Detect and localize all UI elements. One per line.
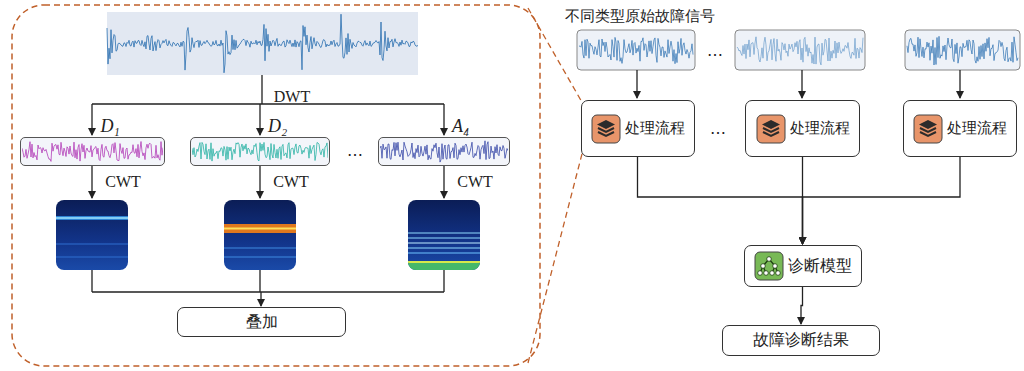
process-icon (756, 114, 786, 144)
signal-panel (905, 30, 1020, 70)
arrow (91, 166, 92, 198)
transform-label: CWT (457, 173, 493, 191)
ellipsis: … (707, 41, 723, 60)
group-heading: 不同类型原始故障信号 (565, 7, 715, 26)
arrow (443, 104, 444, 135)
component-label: D₂ (268, 116, 287, 137)
transform-label: CWT (105, 173, 141, 191)
signal-wave (579, 37, 693, 63)
box-label: 叠加 (246, 312, 278, 333)
split-line (92, 75, 444, 104)
box-label: 故障诊断结果 (753, 330, 849, 351)
arrow (260, 292, 261, 306)
transform-label: DWT (274, 88, 310, 106)
signal-panel (735, 30, 865, 70)
arrow (259, 104, 260, 135)
zoom-line (528, 8, 583, 363)
waveform-view (192, 139, 328, 164)
connector (803, 157, 961, 244)
wavelet-component: A₄ (378, 137, 510, 166)
waveform (22, 142, 163, 162)
waveform (737, 37, 863, 65)
arrow (959, 70, 960, 98)
waveform (907, 36, 1018, 65)
box-label: 诊断模型 (788, 256, 852, 277)
waveform (192, 142, 328, 161)
scalogram (408, 200, 480, 270)
waveform (107, 14, 418, 73)
arrow (259, 166, 260, 198)
arrow (801, 70, 802, 98)
process-box: 故障诊断结果 (722, 325, 880, 356)
process-icon (591, 114, 621, 144)
process-icon (913, 114, 943, 144)
signal-wave (107, 14, 418, 73)
component-label: D₁ (101, 116, 120, 137)
ellipsis: … (347, 141, 363, 160)
box-label: 处理流程 (790, 119, 850, 138)
scalogram (224, 200, 296, 270)
transform-label: CWT (273, 173, 309, 191)
arrow (443, 166, 444, 198)
signal-wave (737, 37, 863, 65)
scalogram (56, 200, 128, 270)
merge-line (92, 270, 444, 292)
signal-wave (907, 36, 1018, 65)
ellipsis: … (710, 119, 726, 138)
zoom-region (12, 5, 540, 366)
signal-panel (107, 12, 418, 75)
waveform-view (380, 139, 508, 164)
process-box: 处理流程 (903, 100, 1017, 157)
waveform-view (22, 139, 163, 164)
process-box: 处理流程 (581, 100, 695, 157)
process-box: 叠加 (177, 307, 346, 337)
connector (638, 157, 803, 244)
connector (801, 287, 803, 324)
model-box: 诊断模型 (744, 245, 862, 287)
signal-panel (577, 30, 695, 70)
box-label: 处理流程 (947, 119, 1007, 138)
wavelet-component: D₁ (20, 137, 165, 166)
arrow (91, 104, 92, 135)
component-label: A₄ (452, 116, 469, 137)
model-icon (754, 251, 784, 281)
process-box: 处理流程 (745, 100, 860, 157)
waveform (579, 37, 693, 63)
box-label: 处理流程 (625, 119, 685, 138)
arrow (636, 70, 637, 98)
waveform (380, 141, 508, 162)
wavelet-component: D₂ (190, 137, 330, 166)
